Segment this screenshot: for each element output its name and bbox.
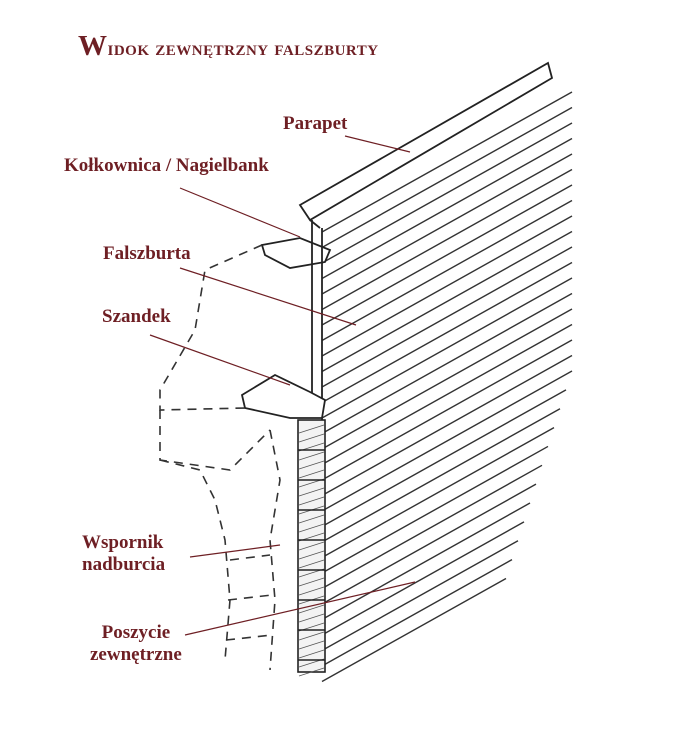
label-falszburta: Falszburta — [103, 243, 191, 264]
plank-line — [321, 261, 573, 404]
hatch-line — [298, 550, 325, 560]
hatch-line — [298, 496, 325, 506]
hull-planking — [321, 91, 573, 683]
plank-line — [321, 389, 567, 528]
plank-line — [321, 408, 561, 543]
hatch-line — [298, 640, 325, 650]
hatch-line — [298, 559, 325, 569]
hatch-line — [298, 523, 325, 533]
title-initial: W — [78, 30, 108, 62]
plank-line — [321, 106, 573, 249]
hatch-line — [298, 577, 325, 587]
plank-line — [321, 483, 537, 605]
plank-line — [321, 370, 573, 512]
pin-rail — [260, 237, 332, 269]
plank-line — [321, 168, 573, 311]
plank-line — [321, 558, 513, 667]
hatch-line — [298, 487, 325, 497]
page-title: Widok zewnętrzny falszburty — [78, 30, 379, 63]
plank-line — [321, 354, 573, 497]
hatch-line — [298, 514, 325, 524]
plank-line — [321, 445, 549, 574]
hatch-line — [298, 613, 325, 623]
title-text: idok zewnętrzny falszburty — [107, 36, 379, 60]
hatch-line — [298, 631, 325, 641]
plank-line — [321, 215, 573, 357]
parapet-rail — [298, 61, 554, 229]
hatch-line — [298, 649, 325, 659]
plank-line — [321, 540, 519, 652]
hatch-line — [298, 460, 325, 470]
deck-dashed-outline — [159, 244, 281, 671]
hatch-line — [298, 451, 325, 461]
plank-line — [321, 521, 525, 636]
label-szandek: Szandek — [102, 306, 171, 327]
hatch-line — [298, 424, 325, 434]
plank-line — [321, 308, 573, 450]
plank-line — [321, 292, 573, 435]
label-poszycie-line2: zewnętrzne — [90, 644, 182, 665]
label-poszycie-line1: Poszycie — [101, 622, 171, 643]
hatch-line — [298, 469, 325, 479]
stanchion-hatching — [298, 424, 325, 677]
hatch-line — [298, 433, 325, 443]
plank-line — [321, 323, 573, 466]
label-parapet: Parapet — [283, 113, 348, 134]
waterway — [240, 373, 326, 419]
plank-line — [321, 464, 543, 590]
plank-line — [321, 184, 573, 326]
plank-line — [321, 199, 573, 342]
hatch-line — [298, 541, 325, 551]
label-wspornik-line2: nadburcia — [82, 554, 166, 575]
plank-line — [321, 577, 507, 683]
plank-line — [321, 230, 573, 373]
hatch-line — [298, 667, 325, 677]
plank-line — [321, 426, 555, 559]
plank-line — [321, 153, 573, 295]
leader-lines — [149, 135, 416, 636]
plank-line — [321, 91, 573, 233]
plank-line — [321, 137, 573, 280]
plank-line — [321, 122, 573, 264]
label-wspornik-line1: Wspornik — [82, 532, 164, 553]
bulwark-side — [311, 220, 323, 420]
plank-line — [321, 502, 531, 621]
plank-line — [321, 246, 573, 388]
hatch-line — [298, 586, 325, 596]
plank-line — [321, 339, 573, 481]
plank-line — [321, 277, 573, 419]
label-kolkownica: Kołkownica / Nagielbank — [64, 155, 269, 176]
hatch-line — [298, 604, 325, 614]
